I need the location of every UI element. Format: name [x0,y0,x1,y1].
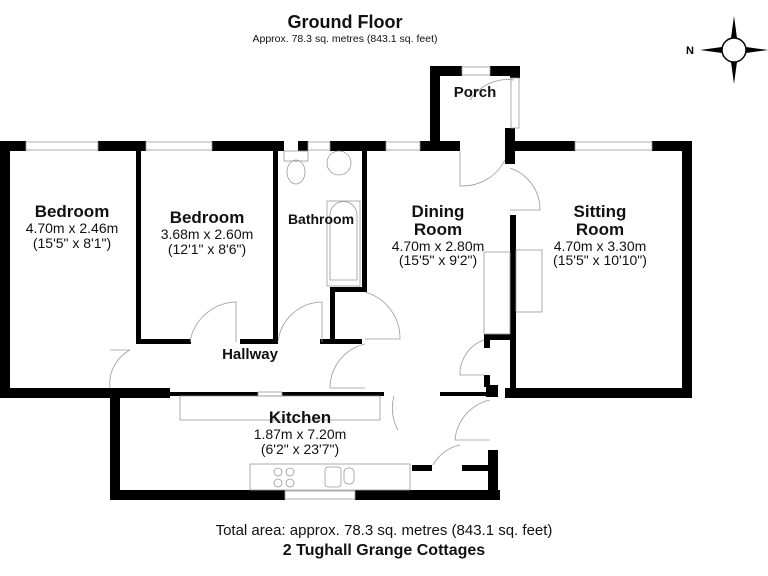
doors [109,79,541,466]
fixtures [179,150,543,491]
room-dimensions-metric: 1.87m x 7.20m [253,425,347,442]
room-name: Hallway [222,346,278,363]
room-name-line-2: Room [413,219,463,239]
room-name: Porch [453,84,497,101]
floor-area-subtitle: Approx. 78.3 sq. metres (843.1 sq. feet) [252,33,438,45]
room-label-dining-room: Dining Room 4.70m x 2.80m (15'5" x 9'2") [368,203,508,268]
room-dimensions-metric: 4.70m x 3.30m [553,237,647,254]
room-name: Bedroom [34,202,110,221]
room-dimensions-metric: 3.68m x 2.60m [160,225,254,242]
room-dimensions-imperial: (12'1" x 8'6") [167,240,247,257]
walls [0,66,692,500]
room-name: Bathroom [287,211,355,227]
total-area-text: Total area: approx. 78.3 sq. metres (843… [215,522,553,539]
room-name-line-1: Sitting [573,202,627,221]
floor-title: Ground Floor [287,12,403,32]
windows [25,66,653,500]
property-name: 2 Tughall Grange Cottages [282,542,486,559]
svg-text:N: N [686,45,694,57]
room-dimensions-imperial: (15'5" x 9'2") [398,252,478,269]
room-dimensions-imperial: (6'2" x 23'7") [260,440,340,457]
room-name: Bedroom [169,208,245,227]
room-dimensions-imperial: (15'5" x 10'10") [553,252,647,269]
compass-rose-icon: N [686,16,768,84]
room-label-hallway: Hallway [210,347,290,363]
room-label-bedroom-2: Bedroom 3.68m x 2.60m (12'1" x 8'6") [140,209,274,256]
room-name-line-2: Room [575,219,625,239]
room-label-sitting-room: Sitting Room 4.70m x 3.30m (15'5" x 10'1… [520,203,680,268]
room-label-kitchen: Kitchen 1.87m x 7.20m (6'2" x 23'7") [240,409,360,456]
room-name: Kitchen [268,408,332,427]
room-dimensions-metric: 4.70m x 2.80m [391,237,485,254]
room-dimensions-metric: 4.70m x 2.46m [25,219,119,236]
room-label-porch: Porch [440,85,510,101]
room-label-bathroom: Bathroom [278,212,364,227]
room-label-bedroom-1: Bedroom 4.70m x 2.46m (15'5" x 8'1") [4,203,140,250]
room-name-line-1: Dining [411,202,465,221]
room-dimensions-imperial: (15'5" x 8'1") [32,234,112,251]
